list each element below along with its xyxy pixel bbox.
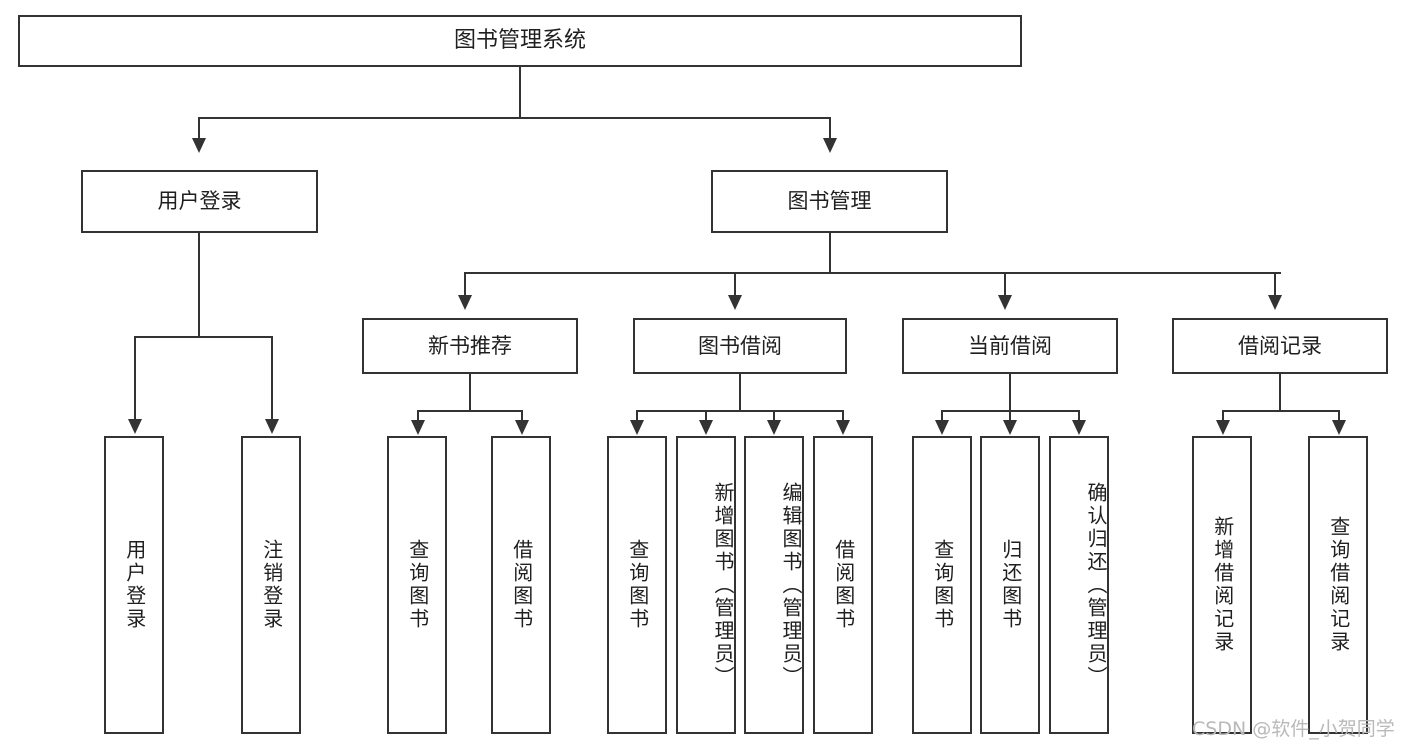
node-root: 图书管理系统	[18, 15, 1022, 67]
arrow-user-login	[192, 138, 206, 153]
arrow-borrow-book-1	[515, 420, 529, 435]
arrow-borrow-book-2	[836, 420, 850, 435]
connector-drop-query-record	[1338, 410, 1340, 422]
arrow-query-book-2	[630, 420, 644, 435]
leaf-query-book-2: 查询图书	[607, 436, 667, 734]
connector-drop-edit-book	[773, 410, 775, 422]
arrow-query-record	[1332, 420, 1346, 435]
arrow-add-record	[1216, 420, 1230, 435]
arrow-edit-book	[767, 420, 781, 435]
leaf-add-book: 新增图书（管理员）	[676, 436, 736, 734]
connector-new-book-recommend-bus	[417, 410, 523, 412]
connector-drop-current-borrow	[1004, 272, 1006, 297]
connector-drop-confirm-return	[1078, 410, 1080, 422]
arrow-add-book	[699, 420, 713, 435]
connector-drop-book-borrow	[734, 272, 736, 297]
arrow-return-book	[1003, 420, 1017, 435]
leaf-borrow-book-1: 借阅图书	[491, 436, 551, 734]
node-book-borrow: 图书借阅	[633, 318, 847, 374]
connector-drop-query-book-1	[417, 410, 419, 422]
connector-drop-borrow-book-1	[521, 410, 523, 422]
connector-book-manage-stem	[829, 233, 831, 272]
arrow-leaf-logout-login	[265, 419, 279, 434]
arrow-book-manage	[823, 138, 837, 153]
connector-borrow-record-stem	[1279, 374, 1281, 410]
leaf-query-record: 查询借阅记录	[1308, 436, 1368, 734]
leaf-logout-login: 注销登录	[241, 436, 301, 734]
arrow-book-borrow	[728, 295, 742, 310]
connector-drop-leaf-user-login	[134, 336, 136, 421]
connector-drop-borrow-record	[1274, 272, 1276, 297]
connector-borrow-record-bus	[1222, 410, 1338, 412]
connector-user-login-stem	[198, 233, 200, 336]
arrow-query-book-1	[411, 420, 425, 435]
node-borrow-record: 借阅记录	[1172, 318, 1388, 374]
arrow-query-book-3	[935, 420, 949, 435]
connector-drop-book-manage	[829, 117, 831, 140]
connector-drop-add-book	[705, 410, 707, 422]
node-book-manage: 图书管理	[711, 170, 948, 233]
arrow-leaf-user-login	[128, 419, 142, 434]
arrow-current-borrow	[998, 295, 1012, 310]
leaf-confirm-return: 确认归还（管理员）	[1049, 436, 1109, 734]
connector-drop-borrow-book-2	[842, 410, 844, 422]
connector-root-stem	[519, 67, 521, 117]
connector-drop-user-login	[198, 117, 200, 140]
leaf-add-record: 新增借阅记录	[1192, 436, 1252, 734]
connector-level2-bus	[198, 117, 831, 119]
connector-current-borrow-stem	[1009, 374, 1011, 410]
connector-drop-query-book-2	[636, 410, 638, 422]
connector-user-login-bus	[134, 336, 273, 338]
node-current-borrow: 当前借阅	[902, 318, 1118, 374]
connector-drop-new-book-recommend	[464, 272, 466, 297]
leaf-edit-book: 编辑图书（管理员）	[744, 436, 804, 734]
connector-drop-query-book-3	[941, 410, 943, 422]
connector-level3-bus	[464, 272, 1281, 274]
arrow-new-book-recommend	[458, 295, 472, 310]
leaf-query-book-3: 查询图书	[912, 436, 972, 734]
connector-drop-add-record	[1222, 410, 1224, 422]
leaf-query-book-1: 查询图书	[387, 436, 447, 734]
leaf-user-login: 用户登录	[104, 436, 164, 734]
connector-new-book-recommend-stem	[469, 374, 471, 410]
connector-drop-return-book	[1009, 410, 1011, 422]
node-new-book-recommend: 新书推荐	[362, 318, 578, 374]
connector-book-borrow-bus	[636, 410, 843, 412]
arrow-confirm-return	[1072, 420, 1086, 435]
leaf-return-book: 归还图书	[980, 436, 1040, 734]
connector-drop-leaf-logout-login	[271, 336, 273, 421]
arrow-borrow-record	[1268, 295, 1282, 310]
leaf-borrow-book-2: 借阅图书	[813, 436, 873, 734]
node-user-login: 用户登录	[81, 170, 318, 233]
connector-book-borrow-stem	[739, 374, 741, 410]
